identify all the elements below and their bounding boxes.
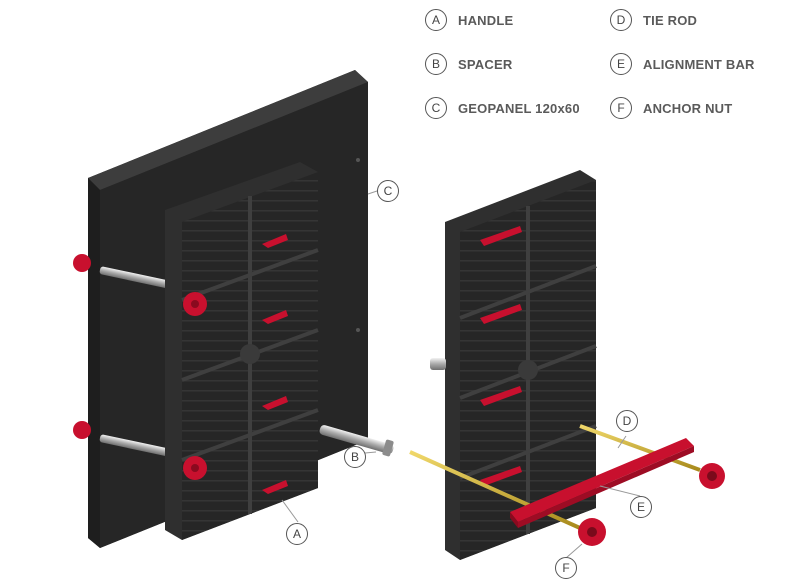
callout-f: F (555, 557, 577, 579)
anchor-nuts (578, 463, 725, 546)
legend-badge: F (610, 97, 632, 119)
tie-rods (409, 424, 701, 530)
legend-badge: E (610, 53, 632, 75)
legend-label: TIE ROD (643, 12, 698, 28)
callout-c: C (377, 180, 399, 202)
legend-item-alignment-bar: E ALIGNMENT BAR (610, 52, 755, 76)
legend-item-handle: A HANDLE (425, 8, 513, 32)
legend-item-spacer: B SPACER (425, 52, 512, 76)
callout-d: D (616, 410, 638, 432)
legend-badge: B (425, 53, 447, 75)
callout-e: E (630, 496, 652, 518)
legend-label: ANCHOR NUT (643, 100, 733, 116)
legend-label: HANDLE (458, 12, 514, 28)
legend-badge: D (610, 9, 632, 31)
callout-a: A (286, 523, 308, 545)
legend-label: ALIGNMENT BAR (643, 56, 755, 72)
spacer-bar (319, 425, 394, 457)
legend-badge: C (425, 97, 447, 119)
legend-item-geopanel: C GEOPANEL 120x60 (425, 96, 580, 120)
legend-item-tie-rod: D TIE ROD (610, 8, 697, 32)
front-right-panel (430, 170, 597, 560)
left-spacers (73, 254, 169, 456)
legend-label: GEOPANEL 120x60 (458, 100, 580, 116)
legend-label: SPACER (458, 56, 513, 72)
legend-badge: A (425, 9, 447, 31)
callout-b: B (344, 446, 366, 468)
legend-item-anchor-nut: F ANCHOR NUT (610, 96, 732, 120)
front-left-panel (165, 162, 319, 540)
